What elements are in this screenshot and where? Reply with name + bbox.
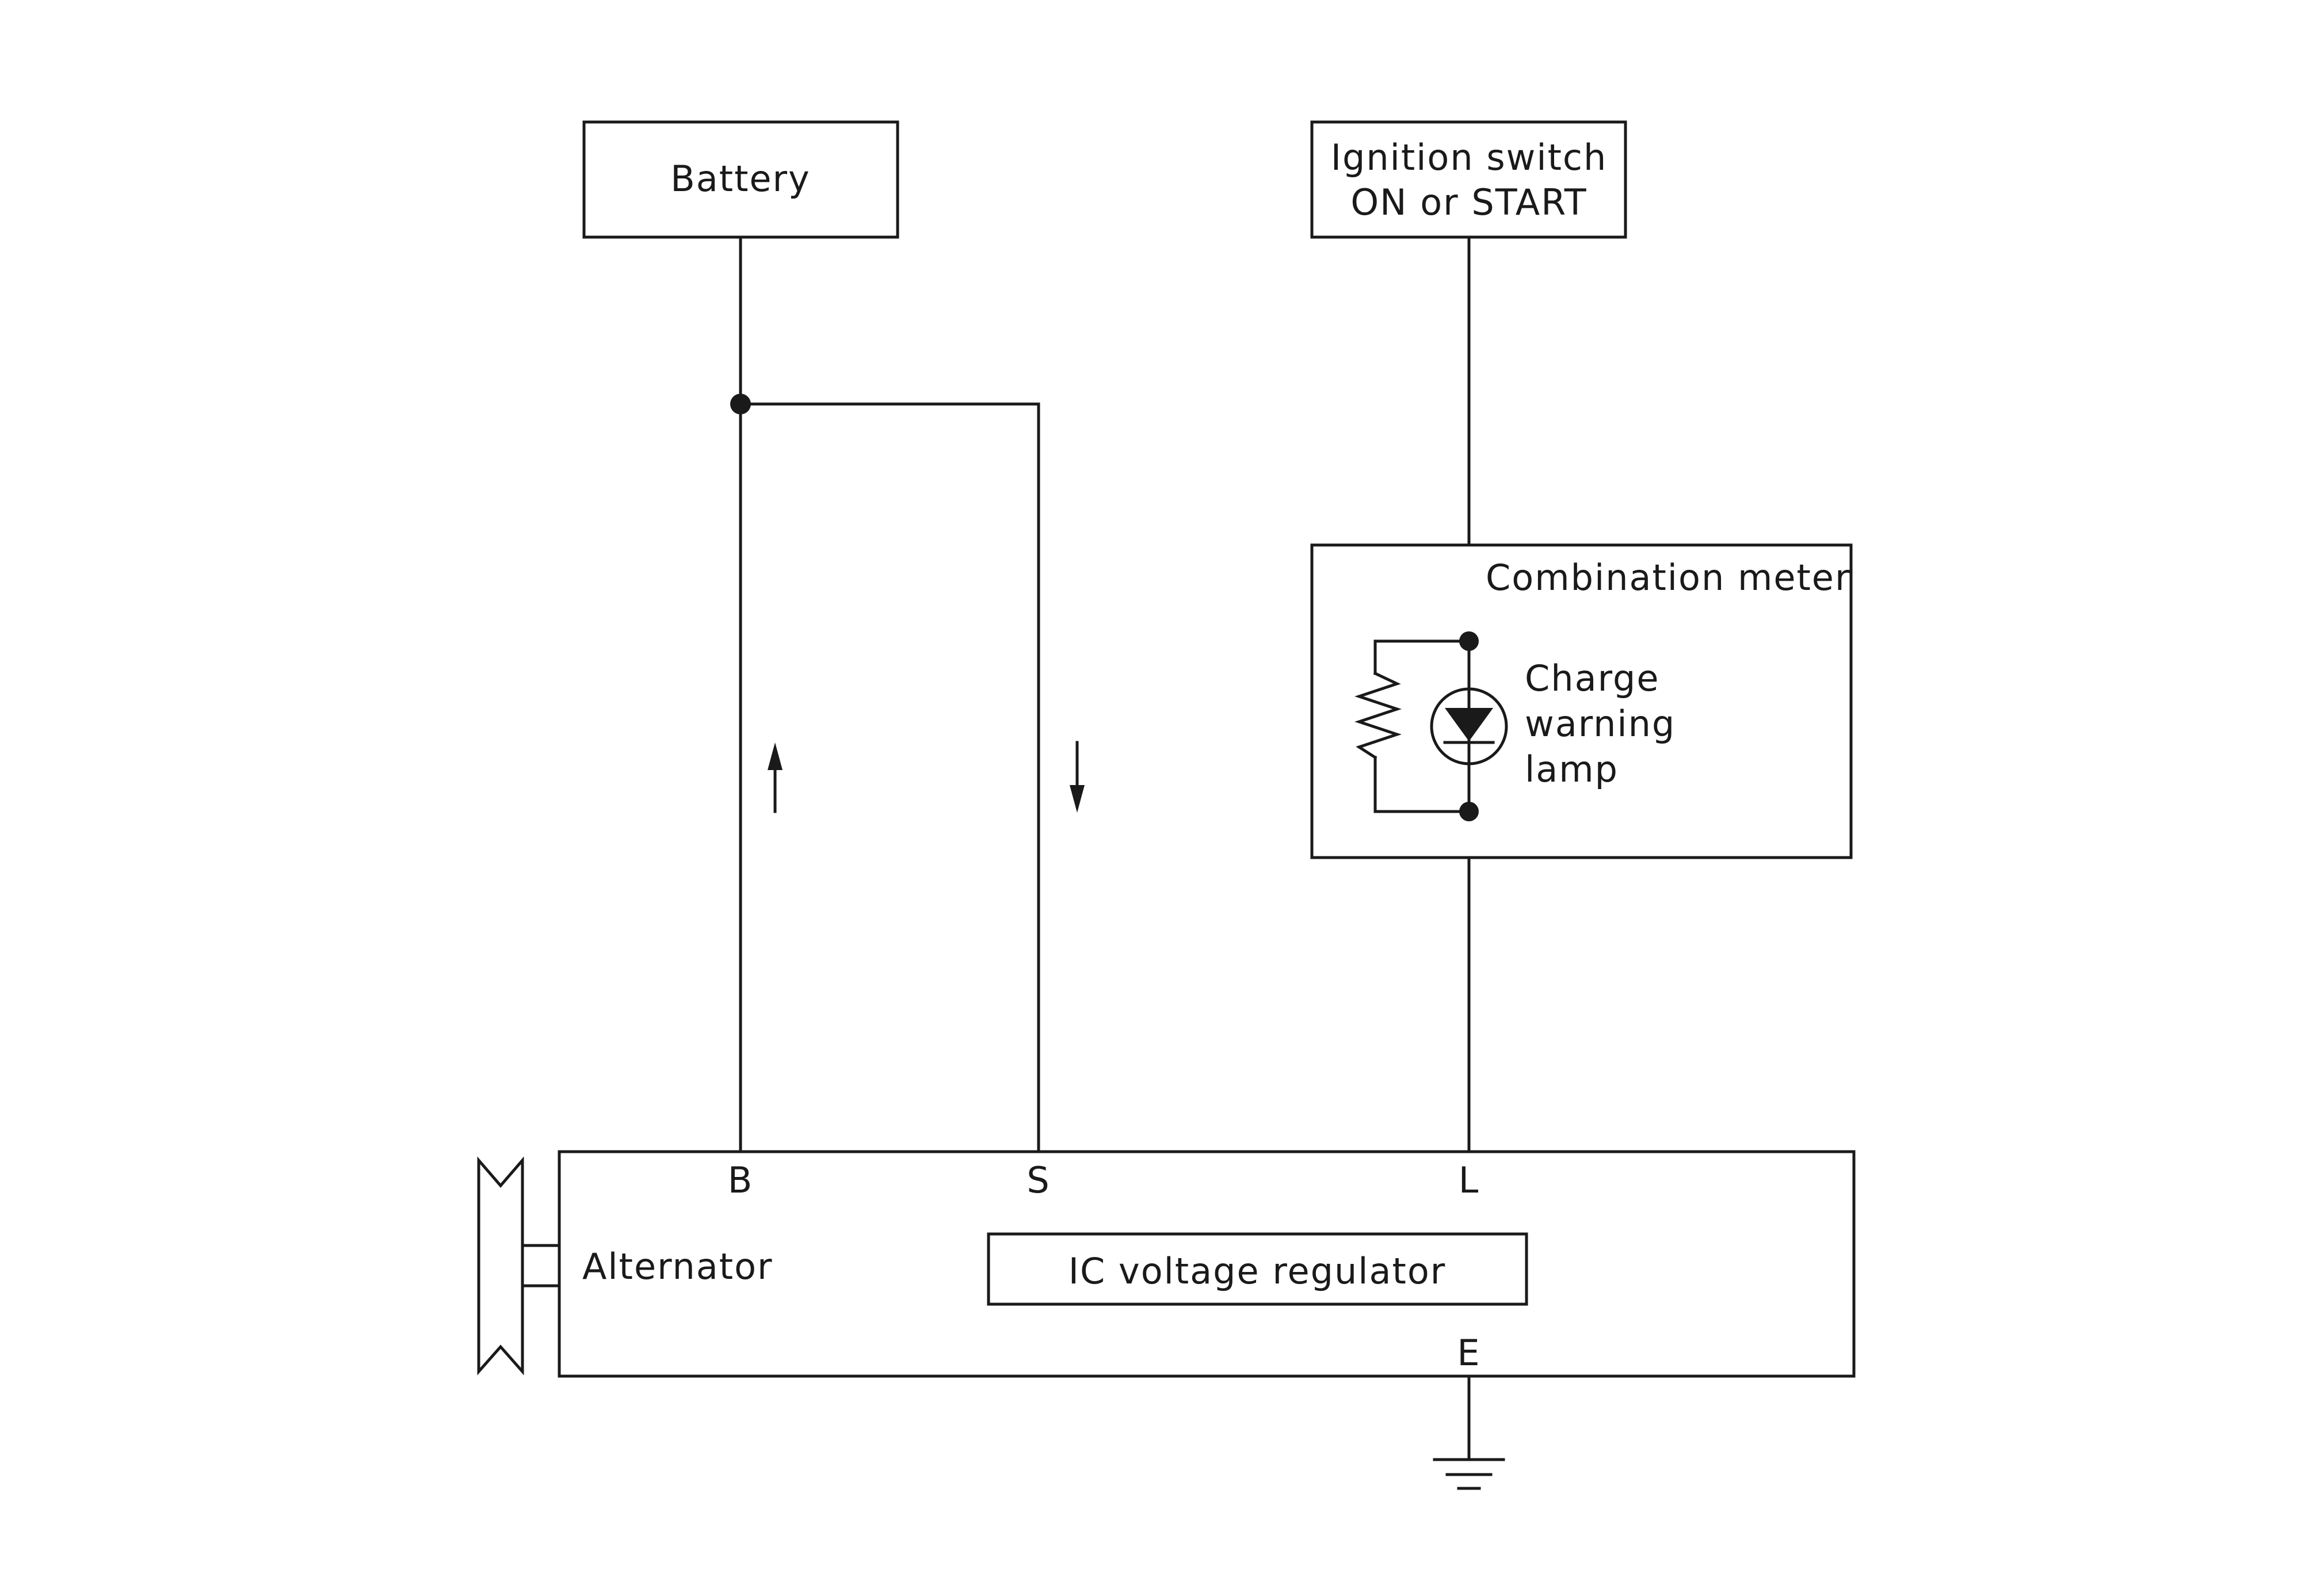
combination-meter-label: Combination meter bbox=[1486, 557, 1850, 599]
charge-warning-lamp-circuit bbox=[1354, 631, 1508, 821]
junction-dot bbox=[730, 394, 751, 414]
lamp-label-line2: warning bbox=[1525, 703, 1676, 745]
battery-label: Battery bbox=[670, 158, 810, 200]
wire-battery-s bbox=[739, 402, 1040, 1153]
terminal-e-label: E bbox=[1457, 1332, 1480, 1374]
resistor-icon bbox=[1354, 671, 1402, 760]
arrow-down-icon bbox=[1070, 741, 1085, 813]
lamp-label-line3: lamp bbox=[1525, 748, 1619, 790]
led-lamp-icon bbox=[1430, 687, 1508, 765]
ignition-switch-label-line1: Ignition switch bbox=[1331, 136, 1608, 178]
combination-meter-box bbox=[1310, 543, 1853, 859]
ic-voltage-regulator-label: IC voltage regulator bbox=[1068, 1250, 1447, 1292]
battery-box bbox=[582, 120, 899, 239]
arrow-up-icon bbox=[768, 742, 783, 813]
ignition-switch-label-line2: ON or START bbox=[1350, 181, 1587, 223]
lamp-label-line1: Charge bbox=[1525, 657, 1659, 699]
ic-voltage-regulator-box bbox=[987, 1232, 1528, 1306]
ignition-switch-box bbox=[1310, 120, 1627, 239]
alternator-label: Alternator bbox=[582, 1245, 773, 1287]
terminal-s-label: S bbox=[1026, 1159, 1050, 1201]
ground-icon bbox=[1433, 1458, 1505, 1490]
terminal-b-label: B bbox=[728, 1159, 754, 1201]
terminal-l-label: L bbox=[1459, 1159, 1480, 1201]
pulley-icon bbox=[477, 1156, 561, 1376]
